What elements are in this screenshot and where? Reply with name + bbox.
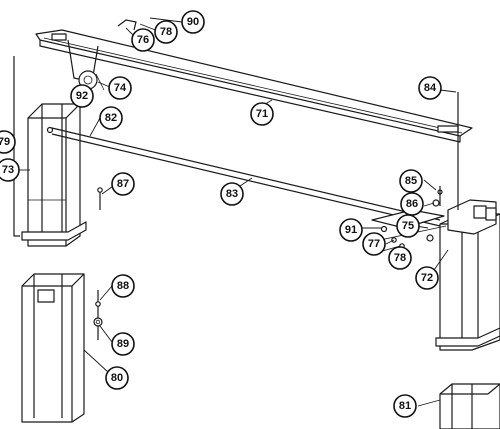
part-label-75: 75 <box>396 214 420 238</box>
svg-text:84: 84 <box>424 82 437 94</box>
part-label-80: 80 <box>105 366 129 390</box>
part-label-78b: 78 <box>388 246 412 270</box>
svg-text:85: 85 <box>405 175 417 187</box>
part-label-79: 79 <box>0 130 16 154</box>
sheave-assembly <box>67 39 105 91</box>
right-lower-section <box>439 383 500 429</box>
svg-text:74: 74 <box>114 82 127 94</box>
svg-text:73: 73 <box>2 164 14 176</box>
top-crossbeam <box>35 19 473 143</box>
left-column <box>13 56 87 247</box>
svg-text:83: 83 <box>226 188 238 200</box>
svg-text:92: 92 <box>76 90 88 102</box>
svg-text:87: 87 <box>117 178 129 190</box>
part-labels: 90 76 78 92 74 71 84 79 73 82 87 83 85 8… <box>0 10 442 418</box>
part-label-87: 87 <box>111 172 135 196</box>
svg-text:77: 77 <box>368 238 380 250</box>
svg-text:75: 75 <box>402 220 414 232</box>
part-label-82: 82 <box>99 106 123 130</box>
svg-text:76: 76 <box>137 34 149 46</box>
part-label-74: 74 <box>108 76 132 100</box>
part-label-71: 71 <box>250 102 274 126</box>
part-label-86: 86 <box>400 192 424 216</box>
svg-text:78: 78 <box>394 252 406 264</box>
part-label-89: 89 <box>111 332 135 356</box>
part-label-84: 84 <box>418 76 442 100</box>
svg-text:86: 86 <box>406 198 418 210</box>
svg-text:80: 80 <box>111 372 123 384</box>
part-label-92: 92 <box>70 84 94 108</box>
svg-text:72: 72 <box>421 272 433 284</box>
svg-text:90: 90 <box>187 16 199 28</box>
part-label-77: 77 <box>362 232 386 256</box>
lower-left-column <box>21 273 85 423</box>
part-label-72: 72 <box>415 266 439 290</box>
part-label-73: 73 <box>0 158 20 182</box>
svg-text:89: 89 <box>117 338 129 350</box>
svg-text:91: 91 <box>345 224 357 236</box>
svg-text:81: 81 <box>399 400 411 412</box>
part-label-90: 90 <box>181 10 205 34</box>
part-label-76: 76 <box>131 28 155 52</box>
svg-text:79: 79 <box>0 136 10 148</box>
svg-text:82: 82 <box>105 112 117 124</box>
equalizer-cable <box>46 126 441 227</box>
part-label-91: 91 <box>339 218 363 242</box>
part-label-81: 81 <box>393 394 417 418</box>
part-label-85: 85 <box>399 169 423 193</box>
left-hardware <box>93 187 103 340</box>
svg-text:88: 88 <box>117 280 129 292</box>
right-column <box>435 199 500 351</box>
part-label-83: 83 <box>220 182 244 206</box>
svg-text:71: 71 <box>256 108 268 120</box>
part-label-78: 78 <box>154 20 178 44</box>
svg-text:78: 78 <box>160 26 172 38</box>
part-label-88: 88 <box>111 274 135 298</box>
